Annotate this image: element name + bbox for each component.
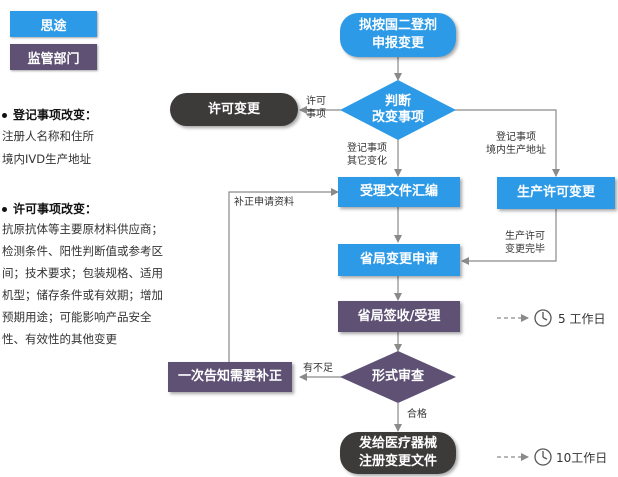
license-heading: 许可事项改变： bbox=[2, 200, 97, 217]
notify-node: 一次告知需要补正 bbox=[168, 362, 292, 392]
clock-icon bbox=[534, 448, 552, 466]
legend-approach-label: 思途 bbox=[40, 18, 67, 34]
edge-label-registration-other: 登记事项 其它变化 bbox=[347, 143, 387, 167]
license-line-1: 抗原抗体等主要原材料供应商； bbox=[2, 222, 163, 236]
provincial-receive-node: 省局签收/受理 bbox=[338, 301, 460, 332]
issue-node: 发给医疗器械 注册变更文件 bbox=[340, 432, 456, 474]
legend-authority-label: 监管部门 bbox=[27, 51, 80, 67]
bullet-icon bbox=[2, 207, 7, 212]
receive-days-label: 5 工作日 bbox=[558, 312, 606, 326]
edge-label-insufficient: 有不足 bbox=[303, 363, 333, 374]
decision-label: 判断 改变事项 bbox=[371, 94, 424, 125]
production-change-node: 生产许可变更 bbox=[497, 177, 615, 209]
review-label: 形式审查 bbox=[371, 369, 424, 384]
legend-approach: 思途 bbox=[10, 11, 97, 37]
compile-node: 受理文件汇编 bbox=[338, 177, 460, 207]
arrow-decision-to-production bbox=[452, 109, 560, 177]
license-line-5: 预期用途；可能影响产品安全 bbox=[2, 310, 152, 324]
license-line-3: 间；技术要求；包装规格、适用 bbox=[2, 266, 163, 280]
license-change-node: 许可变更 bbox=[170, 93, 298, 126]
license-line-2: 检测条件、阳性判断值或参考区 bbox=[2, 244, 163, 258]
registration-heading: 登记事项改变： bbox=[2, 106, 97, 123]
edge-label-license-items: 许可 事项 bbox=[306, 96, 326, 120]
edge-label-supplement: 补正申请资料 bbox=[234, 197, 294, 208]
arrow-production-to-apply bbox=[461, 209, 557, 265]
decision-diamond bbox=[340, 80, 456, 140]
clock-icon bbox=[534, 309, 552, 327]
license-line-6: 性、有效性的其他变更 bbox=[2, 332, 117, 346]
edge-label-registration-domestic: 登记事项 境内生产地址 bbox=[486, 132, 546, 156]
legend-authority: 监管部门 bbox=[10, 44, 97, 70]
registration-line-1: 注册人名称和住所 bbox=[2, 129, 94, 143]
provincial-apply-node: 省局变更申请 bbox=[338, 244, 460, 276]
arrow-notify-to-compile bbox=[228, 188, 339, 362]
issue-days-label: 10工作日 bbox=[556, 451, 608, 465]
license-line-4: 机型；储存条件或有效期；增加 bbox=[2, 288, 163, 302]
registration-line-2: 境内IVD生产地址 bbox=[2, 152, 92, 166]
edge-label-production-done: 生产许可 变更完毕 bbox=[505, 231, 545, 255]
edge-label-qualified: 合格 bbox=[407, 409, 427, 420]
start-node: 拟按国二登剂 申报变更 bbox=[340, 13, 456, 57]
bullet-icon bbox=[2, 113, 7, 118]
review-diamond bbox=[340, 351, 456, 403]
